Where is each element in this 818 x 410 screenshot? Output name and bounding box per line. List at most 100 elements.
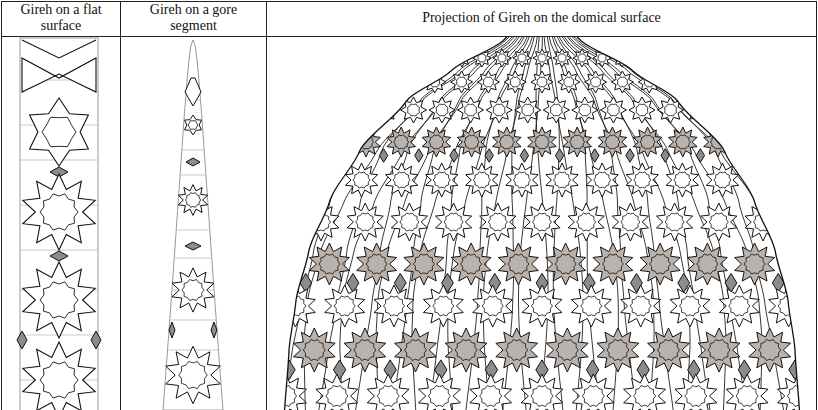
star-motif — [293, 328, 335, 372]
star-motif — [347, 203, 383, 241]
rosette-core — [498, 54, 506, 62]
rosette-core — [42, 117, 76, 146]
star-motif — [670, 285, 710, 327]
star-motif — [597, 328, 639, 372]
rosette-core — [693, 104, 705, 116]
rosette-core — [455, 340, 477, 361]
star-motif — [701, 203, 737, 241]
star-motif — [395, 328, 437, 372]
star-motif — [166, 346, 221, 403]
rosette-core — [319, 254, 340, 274]
star-motif — [648, 328, 690, 372]
rosette-core — [433, 172, 450, 188]
rosette-core — [605, 135, 620, 149]
rosette-core — [634, 386, 656, 407]
rhombus-tile — [696, 149, 704, 163]
star-motif — [477, 71, 499, 93]
rosette-core — [809, 340, 816, 361]
meridian-line — [318, 37, 542, 410]
rosette-core — [185, 193, 200, 208]
star-motif — [533, 49, 551, 67]
bowtie-tile — [22, 58, 96, 92]
cell-rule — [170, 320, 216, 321]
rosette-core — [179, 361, 208, 388]
star-motif — [524, 203, 560, 241]
star-motif — [726, 374, 768, 410]
star-motif — [423, 285, 463, 327]
rosette-core — [483, 77, 493, 87]
rosette-core — [621, 213, 640, 231]
star-motif — [404, 243, 444, 285]
star-motif — [675, 374, 717, 410]
rosette-core — [650, 254, 671, 274]
rosette-core — [675, 135, 690, 149]
rosette-core — [394, 135, 409, 149]
star-motif — [558, 71, 580, 93]
star-motif — [344, 328, 386, 372]
star-motif — [586, 163, 618, 197]
star-motif — [572, 97, 598, 123]
star-motif — [367, 374, 409, 410]
cell-rule — [176, 230, 210, 231]
star-motif — [546, 243, 586, 285]
meridian-line — [304, 37, 542, 410]
column-header: Projection of Gireh on the domical surfa… — [267, 9, 816, 27]
star-motif — [401, 97, 427, 123]
rhombus-tile — [626, 149, 634, 163]
dome-projection — [267, 37, 816, 410]
rosette-core — [537, 77, 547, 87]
star-motif — [658, 97, 684, 123]
rosette-core — [729, 296, 750, 316]
star-motif — [521, 374, 563, 410]
star-motif — [611, 71, 633, 93]
rosette-core — [366, 254, 387, 274]
rosette-core — [607, 340, 629, 361]
star-motif — [506, 163, 538, 197]
rosette-core — [493, 104, 505, 116]
rhombus-tile — [688, 360, 700, 380]
star-motif — [719, 285, 759, 327]
rosette-core — [428, 386, 450, 407]
star-motif — [657, 203, 693, 241]
rosette-core — [384, 296, 405, 316]
star-motif — [515, 97, 541, 123]
rosette-core — [326, 386, 348, 407]
star-motif — [486, 97, 512, 123]
rosette-core — [791, 254, 812, 274]
star-motif — [799, 328, 816, 372]
rosette-core — [482, 296, 503, 316]
rhombus-tile — [91, 331, 101, 349]
star-motif — [172, 268, 214, 312]
rhombus-tile — [415, 149, 423, 163]
rosette-core — [634, 172, 651, 188]
rosette-core — [533, 213, 552, 231]
rosette-core — [303, 340, 325, 361]
rosette-core — [522, 104, 534, 116]
meridian-line — [376, 37, 542, 410]
rosette-core — [473, 172, 490, 188]
meridian-line — [542, 37, 798, 410]
star-motif — [23, 342, 95, 410]
gore-segment — [163, 40, 223, 410]
meridian-line — [542, 37, 726, 410]
star-motif — [185, 115, 202, 135]
rosette-core — [697, 254, 718, 274]
column-rule — [120, 2, 121, 410]
rosette-core — [554, 172, 571, 188]
rosette-core — [40, 282, 78, 318]
star-motif — [686, 97, 712, 123]
star-motif — [629, 97, 655, 123]
rosette-core — [538, 54, 546, 62]
rosette-core — [680, 296, 701, 316]
rosette-core — [444, 213, 463, 231]
star-motif — [600, 97, 626, 123]
star-motif — [422, 127, 451, 157]
dome-pattern — [267, 37, 816, 410]
rhombus-tile — [591, 149, 599, 163]
rosette-core — [581, 296, 602, 316]
star-motif — [30, 98, 89, 166]
rosette-core — [182, 280, 204, 301]
rosette-core — [674, 172, 691, 188]
